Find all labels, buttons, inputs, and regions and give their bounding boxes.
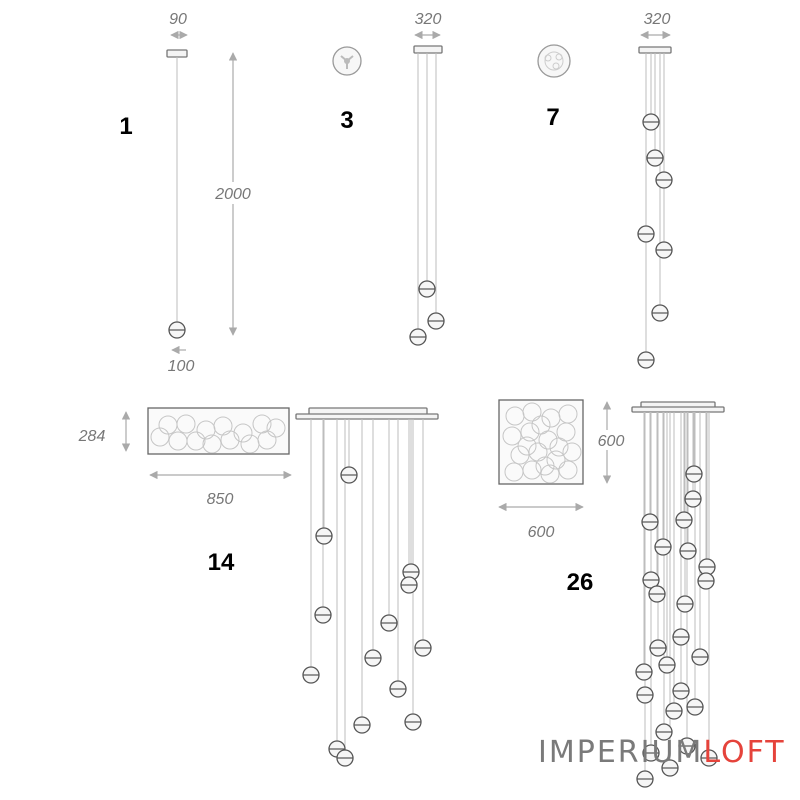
m14-ball — [380, 614, 398, 632]
m14-ball — [353, 716, 371, 734]
m7-ball — [637, 351, 655, 369]
dim-90-label: 90 — [169, 11, 187, 28]
m26-ball — [686, 698, 704, 716]
m14-ball — [314, 606, 332, 624]
dim-600-horizontal-label: 600 — [528, 524, 555, 541]
watermark: IMPERIUMLOFT — [538, 735, 786, 770]
m26-ball — [675, 511, 693, 529]
model-3-canopy-topview — [332, 46, 362, 76]
m26-ball — [679, 542, 697, 560]
m14-ball — [389, 680, 407, 698]
m26-ball — [676, 595, 694, 613]
watermark-text-imperium: IMPERIUM — [538, 735, 703, 770]
m26-ball — [672, 682, 690, 700]
model-14-number: 14 — [208, 549, 235, 576]
m26-ball — [654, 538, 672, 556]
m14-ball — [400, 576, 418, 594]
model-3-canopy — [413, 45, 443, 54]
model-14-canopy-plate — [295, 413, 439, 420]
dim-600-bg — [592, 430, 630, 450]
m7-ball — [646, 149, 664, 167]
m26-ball — [697, 572, 715, 590]
dim-320-label-3: 320 — [415, 11, 442, 28]
m14-ball — [340, 466, 358, 484]
model-1-ball — [168, 321, 186, 339]
dim-600-vertical-label: 600 — [598, 433, 625, 450]
dim-284-label: 284 — [78, 428, 106, 445]
m26-ball — [661, 759, 679, 777]
dim-850-label: 850 — [207, 491, 234, 508]
model-3-pendant: 3 320 — [332, 11, 445, 346]
m3-ball — [409, 328, 427, 346]
watermark-logo: IMPERIUMLOFT — [538, 735, 786, 770]
model-7-pendant: 7 320 — [537, 11, 673, 369]
m7-ball — [642, 113, 660, 131]
m14-ball — [315, 527, 333, 545]
m26-ball — [672, 628, 690, 646]
m26-ball — [649, 639, 667, 657]
m14-ball — [364, 649, 382, 667]
model-14-pendant: 284 850 14 — [78, 407, 439, 767]
m26-ball — [700, 749, 718, 767]
m26-ball — [678, 737, 696, 755]
m14-ball — [404, 713, 422, 731]
model-1-pendant: 90 100 2000 1 — [119, 11, 256, 375]
model-7-canopy — [638, 46, 672, 54]
dim-100-label: 100 — [168, 358, 195, 375]
model-1-number: 1 — [119, 113, 132, 140]
watermark-text-loft: LOFT — [703, 735, 785, 770]
m26-ball — [648, 585, 666, 603]
m26-ball — [665, 702, 683, 720]
m26-ball — [655, 723, 673, 741]
m7-ball — [651, 304, 669, 322]
dim-2000-bg — [210, 182, 256, 204]
m26-ball — [642, 744, 660, 762]
m26-ball — [691, 648, 709, 666]
m7-ball — [655, 241, 673, 259]
model-26-pendant: 600 600 26 — [498, 399, 725, 788]
m14-ball — [414, 639, 432, 657]
model-1-canopy — [166, 49, 188, 58]
m14-ball — [302, 666, 320, 684]
model-26-canopy-plate — [631, 406, 725, 413]
m26-ball — [636, 686, 654, 704]
m26-ball — [636, 770, 654, 788]
model-26-number: 26 — [567, 569, 594, 596]
m7-ball — [655, 171, 673, 189]
m26-ball — [685, 465, 703, 483]
m14-ball — [336, 749, 354, 767]
model-14-canopy-pattern — [150, 414, 286, 454]
model-7-number: 7 — [546, 104, 559, 131]
dim-2000-label: 2000 — [214, 186, 251, 203]
m26-ball — [658, 656, 676, 674]
model-3-number: 3 — [340, 107, 353, 134]
model-7-canopy-topview — [537, 44, 571, 78]
m26-ball — [684, 490, 702, 508]
m26-ball — [635, 663, 653, 681]
m26-ball — [641, 513, 659, 531]
m3-ball — [427, 312, 445, 330]
dim-320-label-7: 320 — [644, 11, 671, 28]
m14-ball — [328, 740, 346, 758]
model-26-canopy-pattern — [502, 402, 582, 484]
m3-ball — [418, 280, 436, 298]
m26-ball — [698, 558, 716, 576]
m7-ball — [637, 225, 655, 243]
